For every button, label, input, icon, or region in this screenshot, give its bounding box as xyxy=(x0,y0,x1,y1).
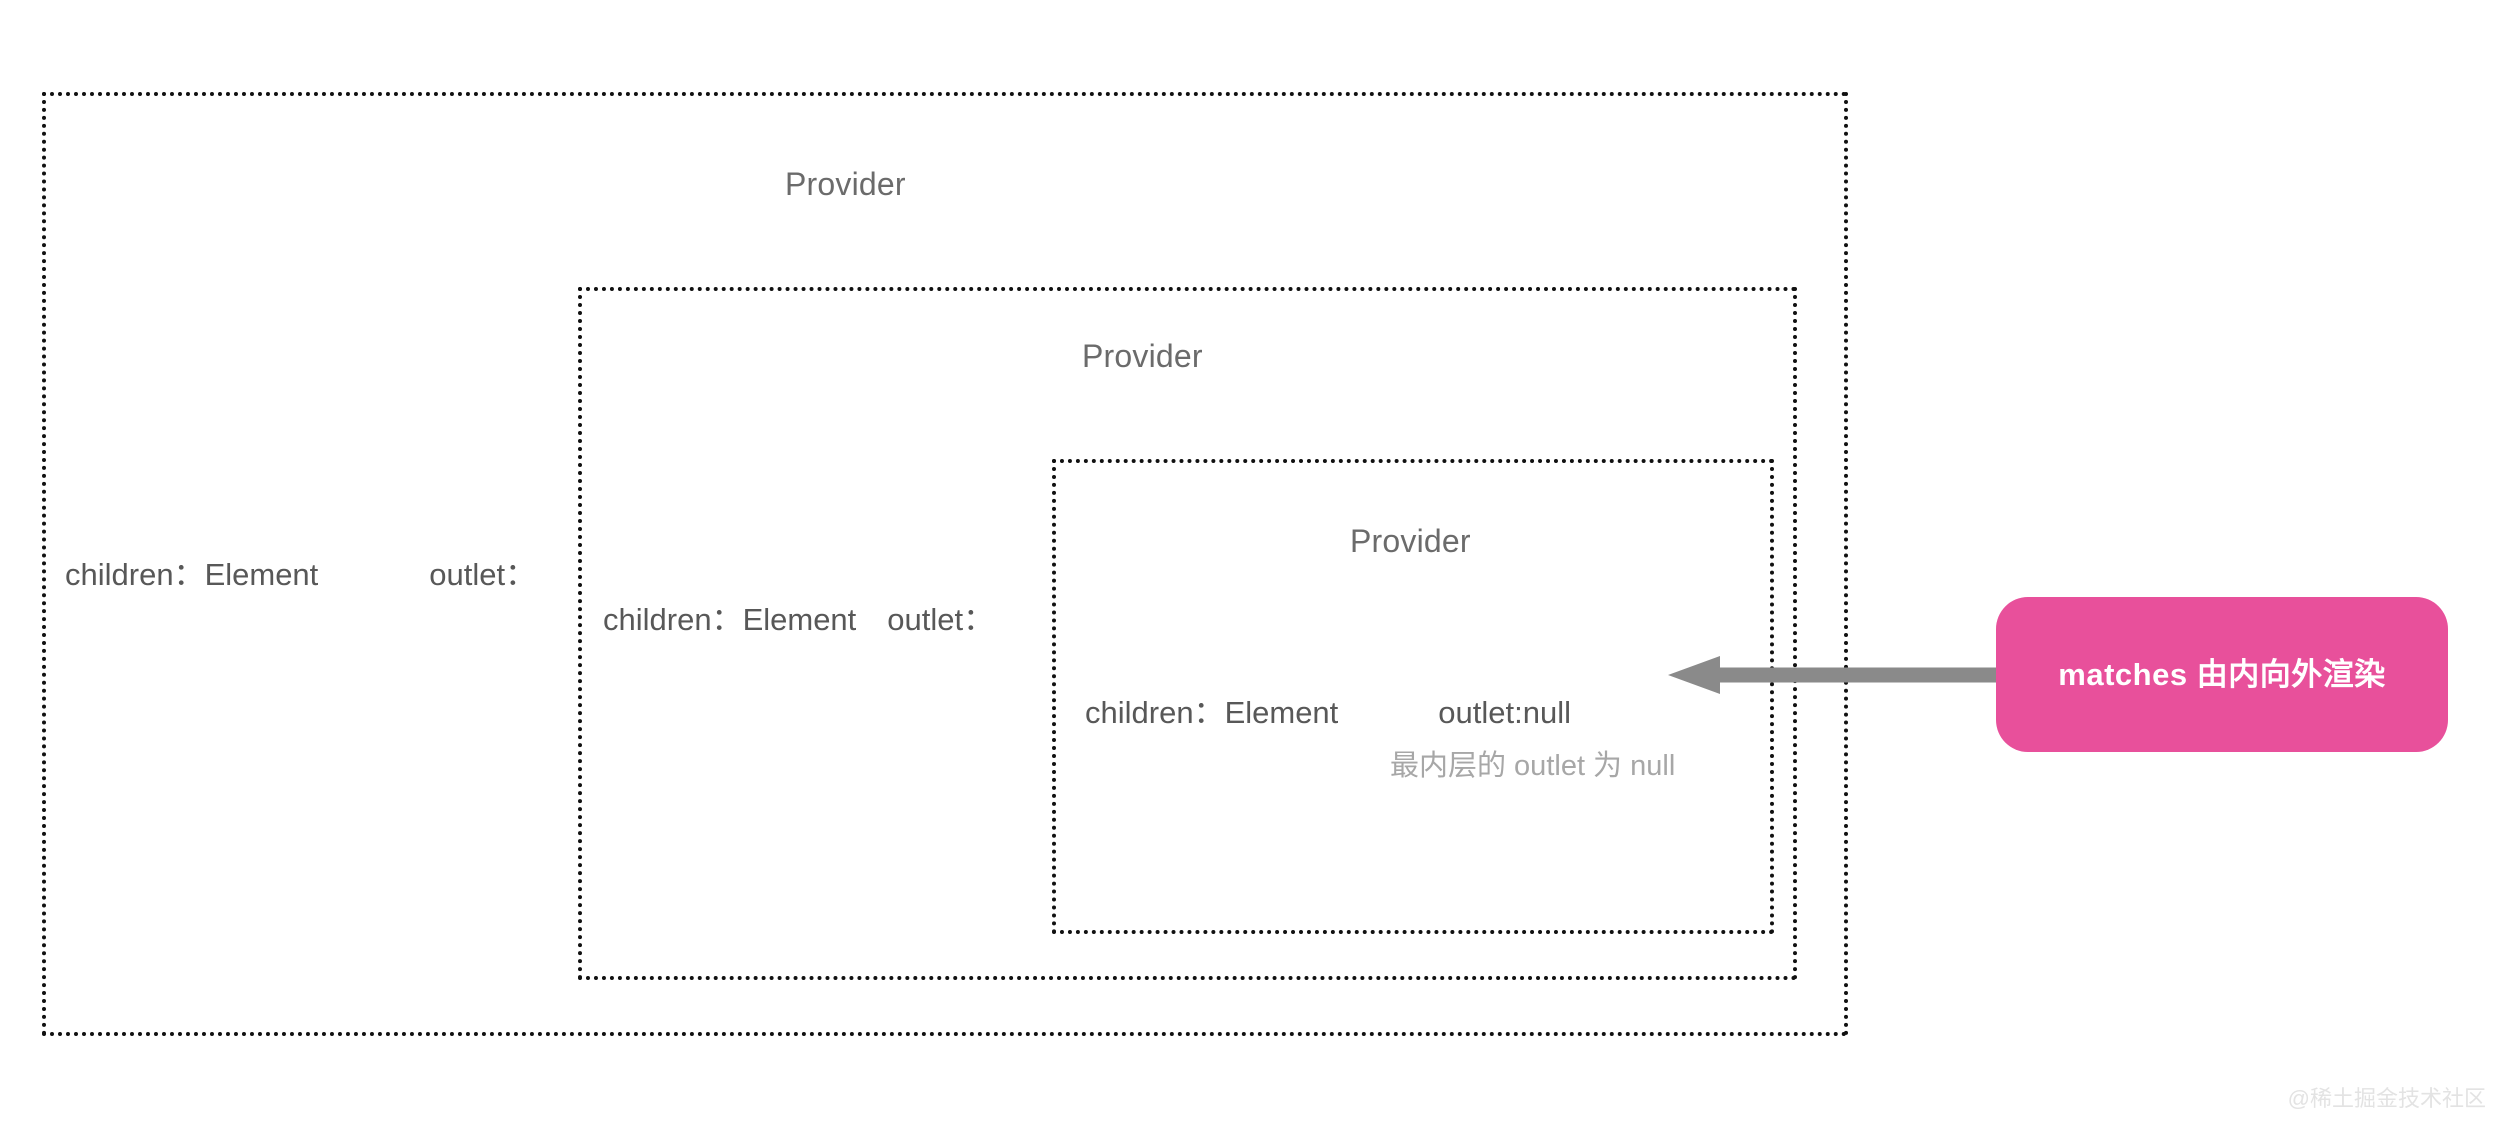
provider-props-middle: children： Element outlet： xyxy=(603,604,994,635)
inner-outlet-note: 最内层的 outlet 为 null xyxy=(1390,750,1676,782)
outlet-label-middle: outlet： xyxy=(887,602,995,637)
provider-title-outer: Provider xyxy=(785,166,906,202)
children-value-middle: Element xyxy=(742,602,857,637)
outlet-label-outer: outlet： xyxy=(429,557,537,592)
provider-box-inner xyxy=(1052,459,1774,934)
callout-badge[interactable]: matches 由内向外渲染 xyxy=(1996,597,2448,752)
provider-title-middle: Provider xyxy=(1082,338,1203,374)
children-label-middle: children： xyxy=(603,602,743,637)
provider-box-outer xyxy=(42,92,1848,1036)
provider-props-inner: children： Element outlet:null xyxy=(1085,697,1571,728)
provider-props-outer: children： Element outlet： xyxy=(65,559,536,590)
watermark: @稀土掘金技术社区 xyxy=(2287,1086,2486,1111)
callout-badge-label: matches 由内向外渲染 xyxy=(2058,657,2386,692)
children-label-inner: children： xyxy=(1085,695,1225,730)
outlet-label-inner: outlet:null xyxy=(1438,695,1572,730)
children-value-inner: Element xyxy=(1224,695,1339,730)
children-value-outer: Element xyxy=(204,557,319,592)
provider-title-inner: Provider xyxy=(1350,523,1471,559)
children-label-outer: children： xyxy=(65,557,205,592)
arrow-left-icon xyxy=(1668,656,1998,694)
provider-box-middle xyxy=(578,287,1797,980)
